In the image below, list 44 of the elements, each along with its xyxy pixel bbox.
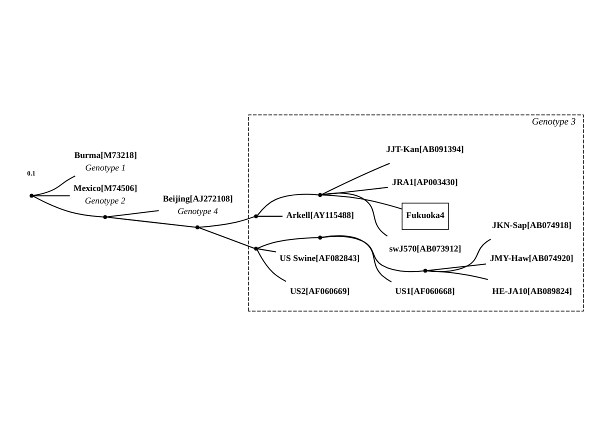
node-text: US1[AF060668]	[395, 285, 455, 296]
node-text: US2[AF060669]	[290, 285, 350, 296]
node-point	[195, 224, 200, 229]
node-text: Arkell[AY115488]	[286, 210, 354, 220]
node-text: HE-JA10[AB089824]	[492, 285, 572, 296]
node-label: Genotype 2	[84, 195, 126, 206]
node-text: JJT-Kan[AB091394]	[386, 144, 464, 154]
connector	[33, 175, 76, 196]
connector	[198, 226, 255, 248]
connector	[106, 216, 196, 228]
connector	[322, 235, 424, 272]
node-label: Genotype 1	[85, 162, 126, 172]
node-point	[318, 192, 322, 196]
node-point	[423, 268, 428, 272]
node-point	[103, 214, 108, 218]
connector	[257, 193, 318, 215]
connector	[32, 195, 104, 218]
node-point	[254, 214, 258, 218]
node-text: JRA1[AP003430]	[392, 176, 458, 187]
node-text: Beijing[AJ272108]	[162, 192, 233, 203]
node-text: Burma[M73218]	[74, 149, 137, 160]
connector	[322, 186, 388, 195]
connector	[258, 248, 276, 252]
node-text: US Swine[AF082843]	[280, 252, 360, 262]
node-text: Mexico[M74506]	[74, 182, 138, 193]
node-box: Fukuoka4	[402, 202, 449, 230]
connector	[33, 194, 70, 196]
node-text: JMY-Haw[AB074920]	[490, 252, 574, 262]
connector	[321, 162, 390, 195]
connector	[322, 234, 392, 282]
connector	[199, 216, 254, 228]
node-point	[254, 246, 258, 250]
node-point	[30, 193, 34, 198]
node-text: swJ570[AB073912]	[389, 242, 462, 253]
connector	[322, 194, 402, 209]
node-label: Genotype 4	[178, 205, 218, 216]
connector	[256, 249, 286, 282]
node-text: JKN-Sap[AB074918]	[492, 219, 572, 230]
connector	[258, 236, 318, 248]
connector	[426, 263, 486, 271]
connector	[258, 215, 282, 216]
connector	[427, 238, 491, 272]
node-point	[318, 235, 322, 240]
connector	[106, 210, 159, 217]
